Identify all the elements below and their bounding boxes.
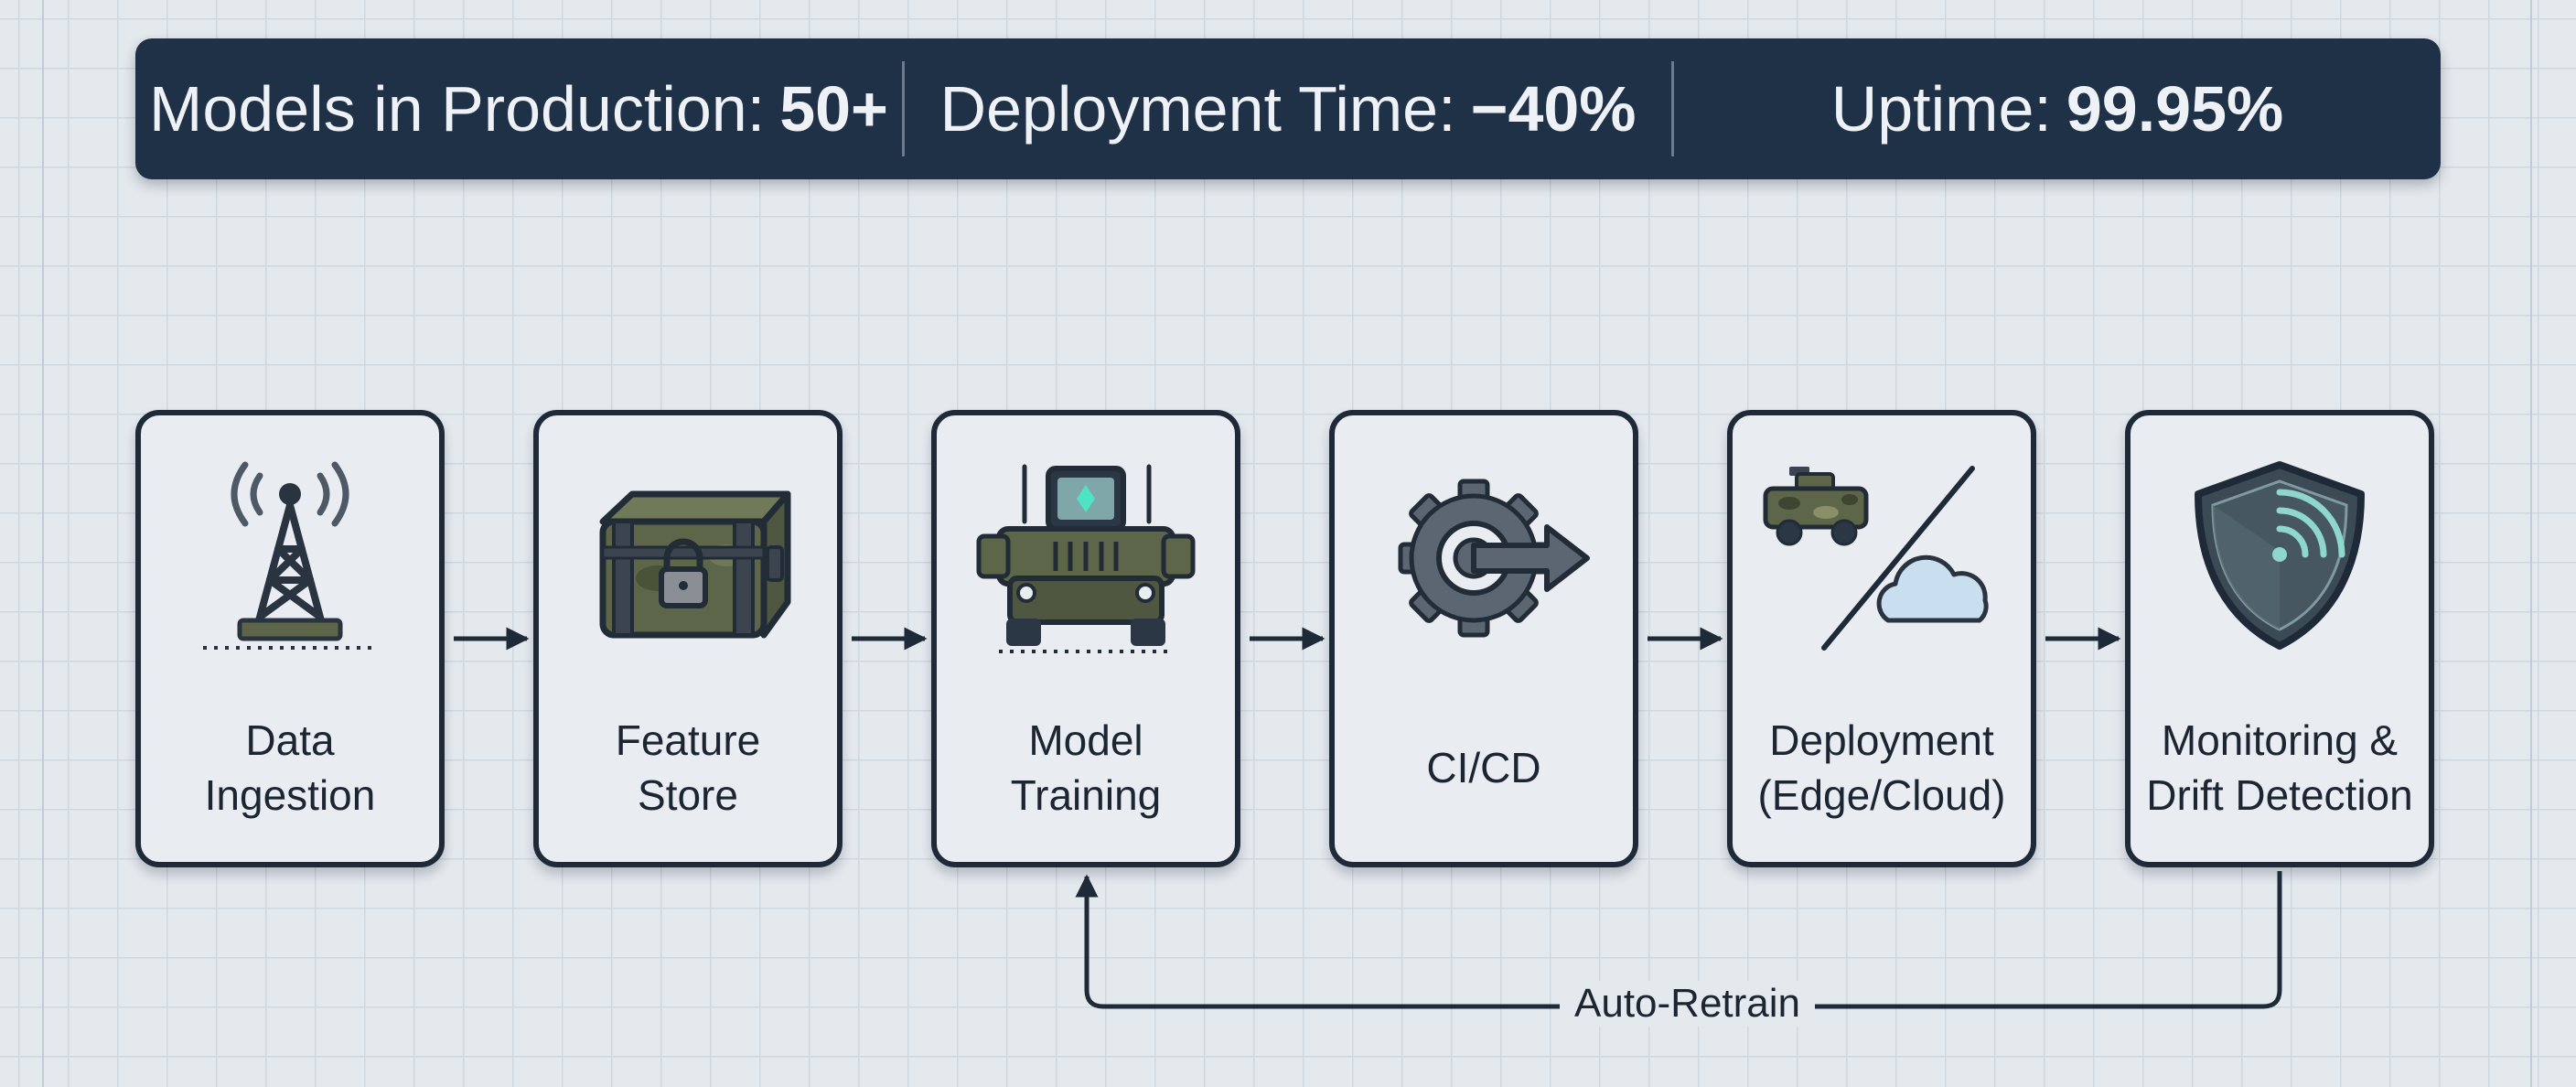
stage-label: CI/CD xyxy=(1335,708,1633,827)
shield-radar-icon xyxy=(2195,461,2365,650)
stat-models-in-production: Models in Production: 50+ xyxy=(135,72,902,145)
stat-value: 50+ xyxy=(779,73,888,145)
stage-card-data-ingestion: Data Ingestion xyxy=(135,410,445,867)
stage-card-deployment: Deployment (Edge/Cloud) xyxy=(1727,410,2036,867)
frame-line-right xyxy=(2530,0,2532,1087)
stage-card-feature-store: Feature Store xyxy=(533,410,843,867)
storage-chest-icon xyxy=(599,490,791,639)
stage-label-line-1: Data xyxy=(245,716,335,764)
stat-label: Models in Production: xyxy=(149,73,766,145)
gear-arrow-icon xyxy=(1398,479,1590,638)
stage-card-ci-cd: CI/CD xyxy=(1329,410,1638,867)
stage-label-line-1: Feature xyxy=(615,716,761,764)
stage-label: Feature Store xyxy=(539,708,837,827)
stage-label-line-2: Store xyxy=(638,771,738,819)
stage-label-line-1: Model xyxy=(1028,716,1143,764)
stage-card-monitoring: Monitoring & Drift Detection xyxy=(2125,410,2434,867)
stage-label-line-2: Training xyxy=(1010,771,1162,819)
stat-uptime: Uptime: 99.95% xyxy=(1674,72,2441,145)
stage-label-line-1: Deployment xyxy=(1769,716,1994,764)
frame-line-left xyxy=(42,0,44,1087)
stage-label: Deployment (Edge/Cloud) xyxy=(1733,708,2031,827)
stat-divider xyxy=(1671,61,1674,156)
stat-value: 99.95% xyxy=(2066,73,2284,145)
military-vehicle-icon xyxy=(976,464,1196,653)
stat-label: Deployment Time: xyxy=(939,73,1456,145)
stat-deployment-time: Deployment Time: −40% xyxy=(905,72,1671,145)
stage-label: Monitoring & Drift Detection xyxy=(2131,708,2429,827)
radio-tower-icon xyxy=(203,461,377,650)
auto-retrain-label: Auto-Retrain xyxy=(1560,981,1816,1027)
stage-label: Model Training xyxy=(937,708,1235,827)
stage-label-line-2: Drift Detection xyxy=(2146,771,2413,819)
stage-label-line-1: Monitoring & xyxy=(2161,716,2399,764)
stat-value: −40% xyxy=(1470,73,1637,145)
stat-divider xyxy=(902,61,905,156)
stage-label-line-2: (Edge/Cloud) xyxy=(1757,771,2006,819)
stats-banner: Models in Production: 50+ Deployment Tim… xyxy=(135,38,2441,179)
stage-label: Data Ingestion xyxy=(141,708,439,827)
stage-card-model-training: Model Training xyxy=(931,410,1240,867)
stage-label-line-2: Ingestion xyxy=(204,771,376,819)
stat-label: Uptime: xyxy=(1830,73,2052,145)
stage-label-line-1: CI/CD xyxy=(1426,744,1541,791)
vehicle-cloud-icon xyxy=(1763,466,1989,651)
